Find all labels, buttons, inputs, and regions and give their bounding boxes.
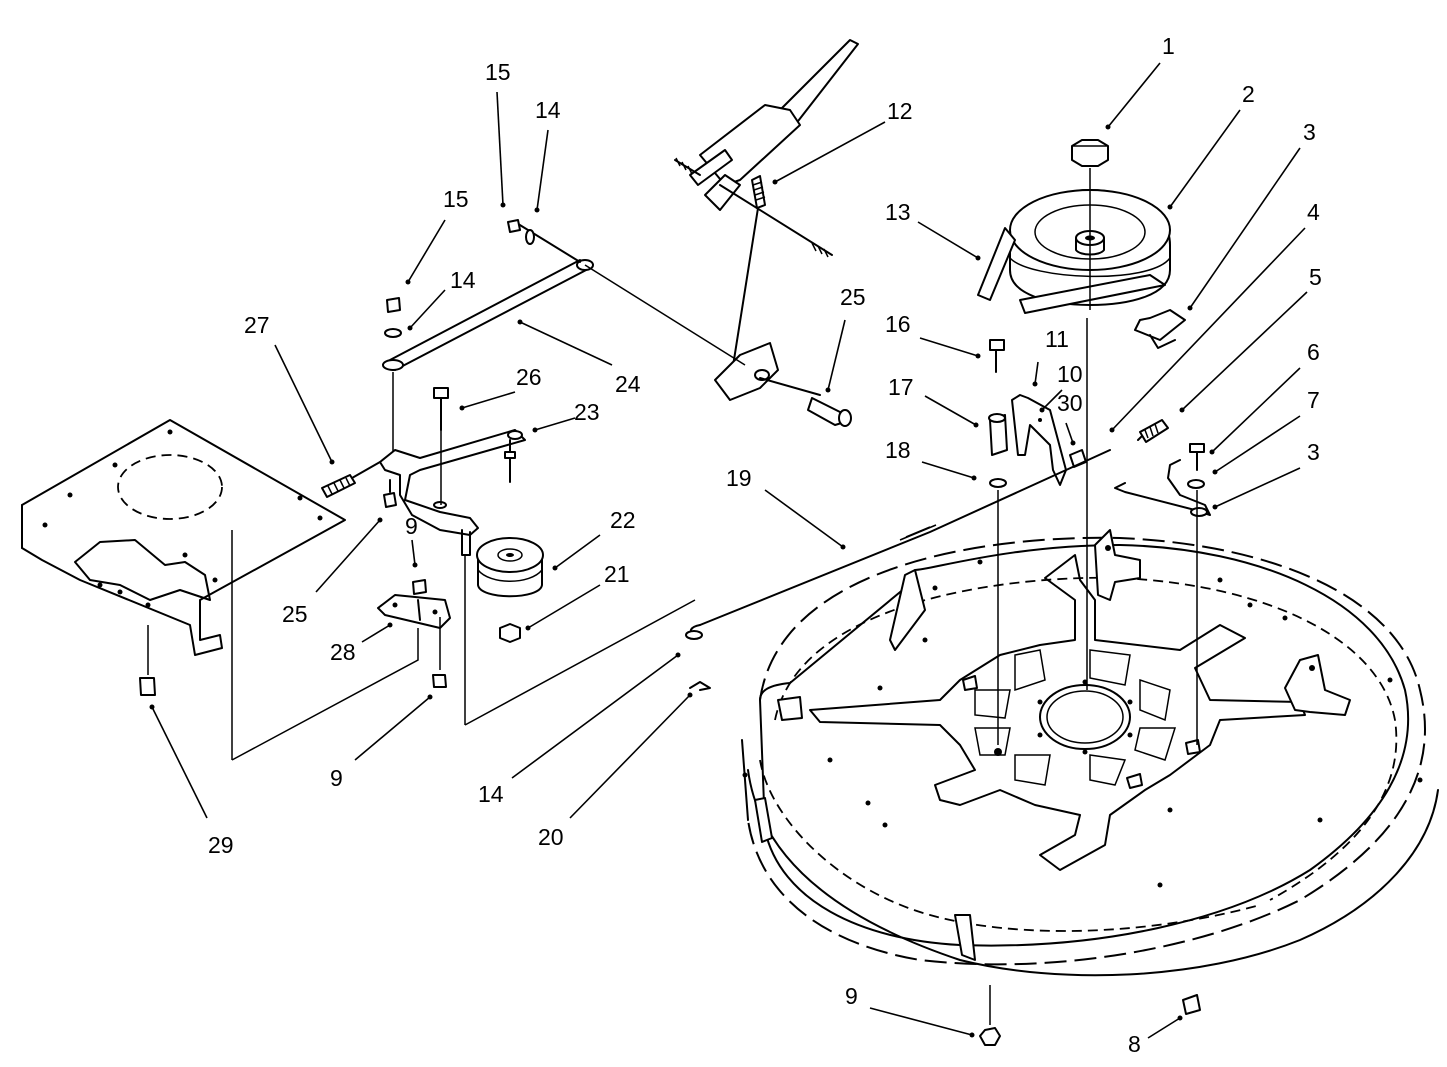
link-end-eye (382, 359, 404, 371)
nut-9-lower (432, 674, 447, 688)
belt-guide (1134, 309, 1186, 349)
callout-25-left: 25 (282, 601, 308, 627)
callout-8: 8 (1128, 1031, 1141, 1057)
callout-30: 30 (1057, 390, 1083, 416)
callout-12: 12 (887, 98, 913, 124)
drive-belt (977, 227, 1166, 314)
pivot-bracket-28 (377, 594, 451, 629)
nut-15-upper (507, 219, 521, 233)
bolt-26 (433, 387, 449, 505)
callout-9-upper: 9 (405, 513, 418, 539)
callout-9-lower: 9 (330, 765, 343, 791)
clutch-rod (689, 449, 1111, 635)
callout-3b: 3 (1307, 439, 1320, 465)
callout-1: 1 (1162, 33, 1175, 59)
callout-19: 19 (726, 465, 752, 491)
idler-arm-right (1114, 459, 1211, 517)
spring-27 (321, 461, 381, 498)
hairpin-clip-20 (689, 681, 711, 691)
callout-7: 7 (1307, 387, 1320, 413)
callout-4: 4 (1307, 199, 1320, 225)
assembly-line-4 (231, 628, 419, 761)
callout-6: 6 (1307, 339, 1320, 365)
callout-14-top: 14 (535, 97, 561, 123)
callout-15-left: 15 (443, 186, 469, 212)
link-rod-24 (389, 221, 746, 371)
lift-lever-assembly (674, 39, 859, 427)
callout-24: 24 (615, 371, 641, 397)
nut-9-upper (412, 579, 427, 595)
callout-3: 3 (1303, 119, 1316, 145)
callout-13: 13 (885, 199, 911, 225)
bolt-23-shaft (504, 439, 516, 483)
washer-14-left (384, 328, 402, 338)
callout-26: 26 (516, 364, 542, 390)
callout-23: 23 (574, 399, 600, 425)
washer-14-upper (525, 229, 535, 245)
callout-20: 20 (538, 824, 564, 850)
bolt-25-left (383, 492, 397, 508)
callout-21: 21 (604, 561, 630, 587)
bushing-17 (988, 413, 1008, 456)
bolt-29 (139, 677, 156, 696)
callout-29: 29 (208, 832, 234, 858)
nut-21 (499, 623, 521, 643)
frame-plate (21, 419, 346, 656)
callout-labels: 1 2 3 4 5 6 7 3 8 9 10 11 30 12 13 14 15… (208, 33, 1322, 1057)
callout-28: 28 (330, 639, 356, 665)
callout-22: 22 (610, 507, 636, 533)
fastener-8 (1182, 994, 1201, 1015)
callout-9-bottom: 9 (845, 983, 858, 1009)
bolt-6 (1189, 443, 1205, 471)
callout-27: 27 (244, 312, 270, 338)
assembly-line-1 (464, 599, 696, 726)
callout-5: 5 (1309, 264, 1322, 290)
callout-11: 11 (1045, 326, 1069, 352)
washer-18 (989, 478, 1007, 488)
mower-deck (741, 529, 1439, 977)
idler-arm (379, 429, 526, 556)
nut-9-bottom (979, 1027, 1001, 1046)
callout-17: 17 (888, 374, 914, 400)
callout-15-top: 15 (485, 59, 511, 85)
callout-25-upper: 25 (840, 284, 866, 310)
idler-pulley (476, 537, 544, 598)
callout-10: 10 (1057, 361, 1083, 387)
callout-14-left: 14 (450, 267, 476, 293)
nut-15-left (386, 297, 401, 313)
callout-16: 16 (885, 311, 911, 337)
callout-14-bottom: 14 (478, 781, 504, 807)
bolt-16 (989, 339, 1005, 373)
callout-18: 18 (885, 437, 911, 463)
washer-7 (1187, 479, 1205, 489)
callout-leaders (151, 62, 1308, 1039)
callout-2: 2 (1242, 81, 1255, 107)
washer-14-lower (685, 630, 703, 640)
callout-dots (149, 124, 1218, 1038)
spring-right (1137, 419, 1169, 443)
